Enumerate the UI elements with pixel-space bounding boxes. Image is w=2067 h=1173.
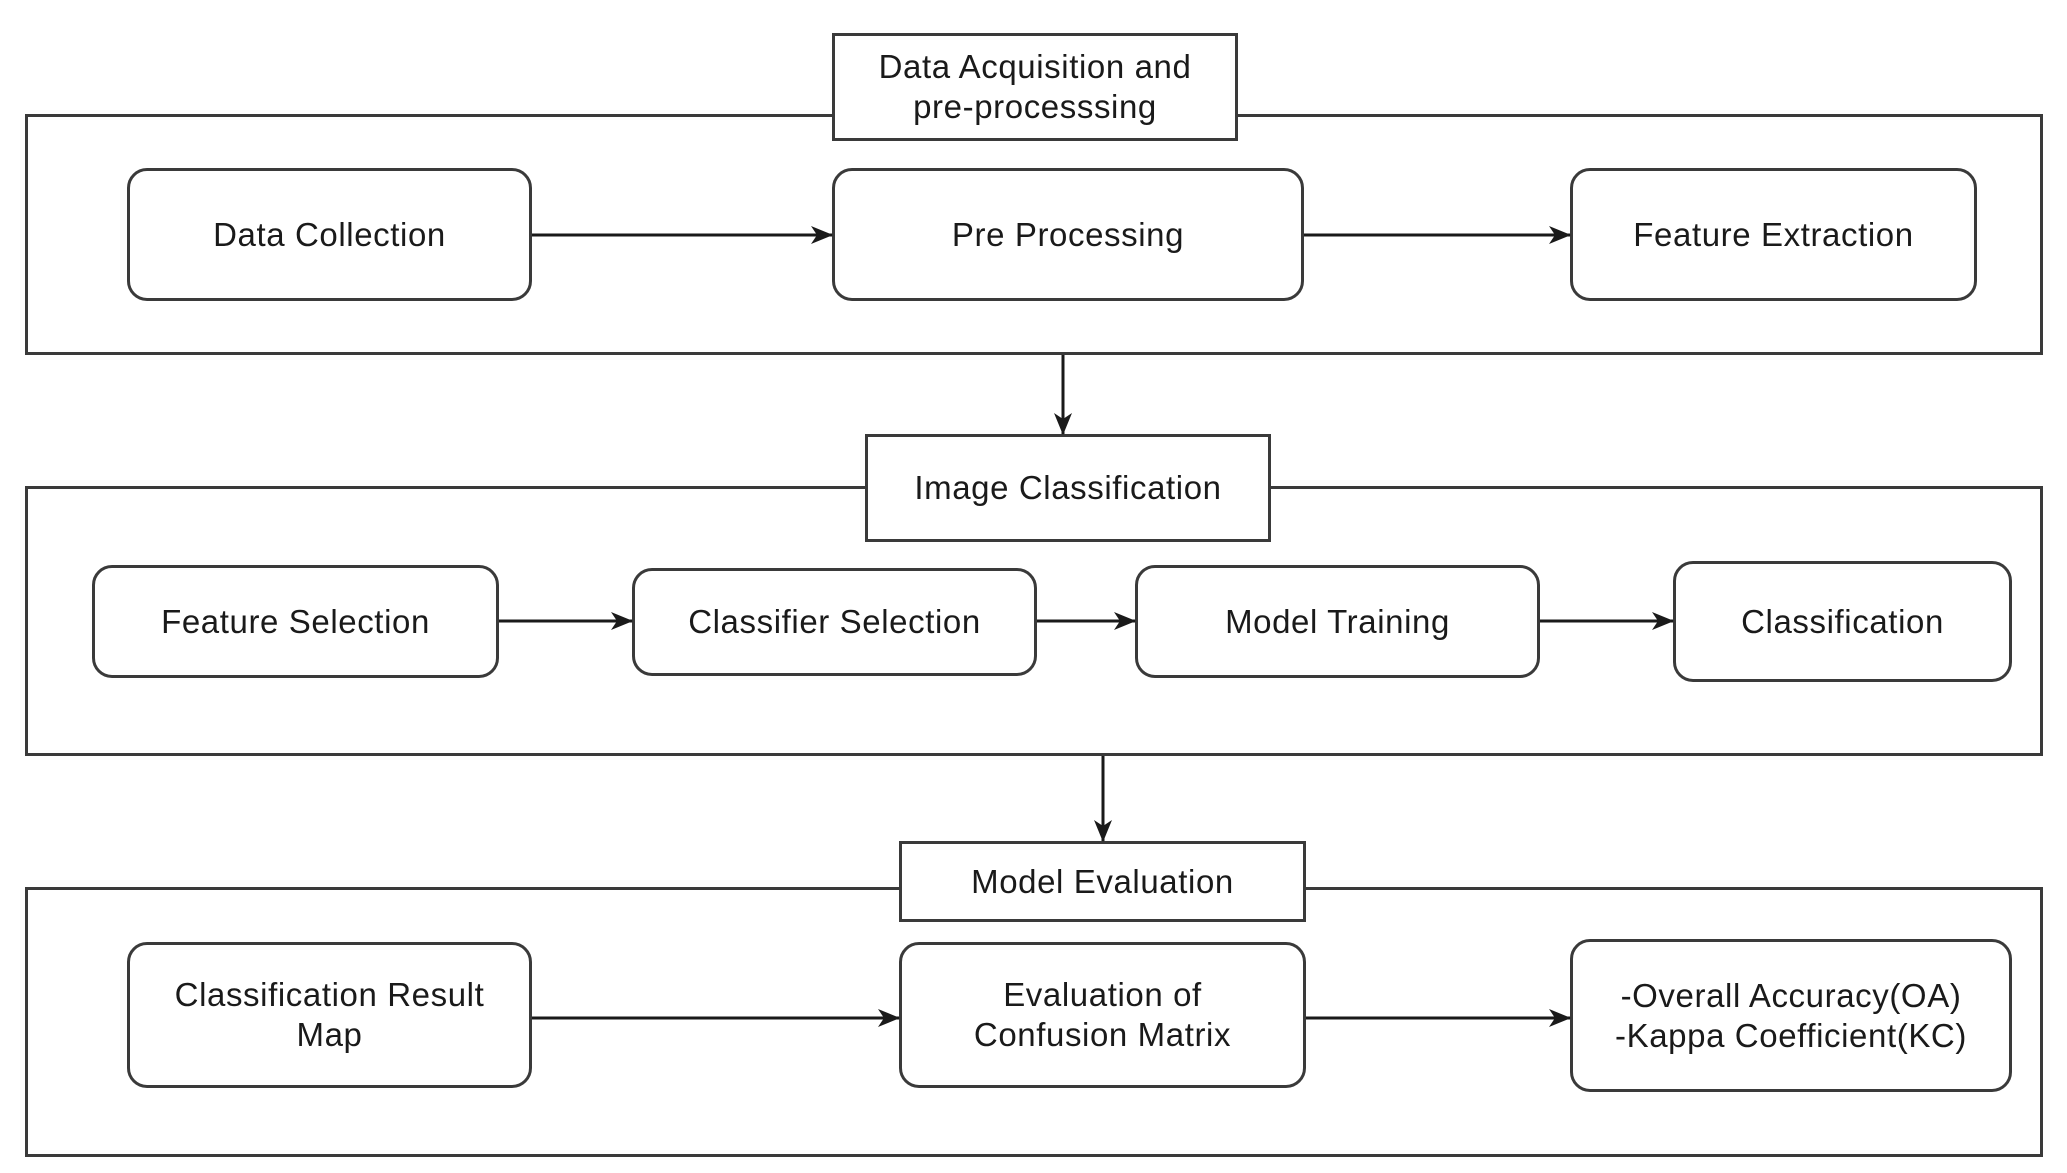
node-data-collection: Data Collection bbox=[127, 168, 532, 301]
section-model-evaluation-title: Model Evaluation bbox=[899, 841, 1306, 922]
node-model-training: Model Training bbox=[1135, 565, 1540, 678]
node-accuracy-metrics: -Overall Accuracy(OA) -Kappa Coefficient… bbox=[1570, 939, 2012, 1092]
node-feature-extraction: Feature Extraction bbox=[1570, 168, 1977, 301]
section-data-acquisition-title: Data Acquisition and pre-processsing bbox=[832, 33, 1238, 141]
node-feature-selection: Feature Selection bbox=[92, 565, 499, 678]
node-classification-result-map: Classification Result Map bbox=[127, 942, 532, 1088]
node-classification: Classification bbox=[1673, 561, 2012, 682]
node-evaluation-of-confusion-matrix: Evaluation of Confusion Matrix bbox=[899, 942, 1306, 1088]
section-image-classification-title: Image Classification bbox=[865, 434, 1271, 542]
node-pre-processing: Pre Processing bbox=[832, 168, 1304, 301]
node-classifier-selection: Classifier Selection bbox=[632, 568, 1037, 676]
